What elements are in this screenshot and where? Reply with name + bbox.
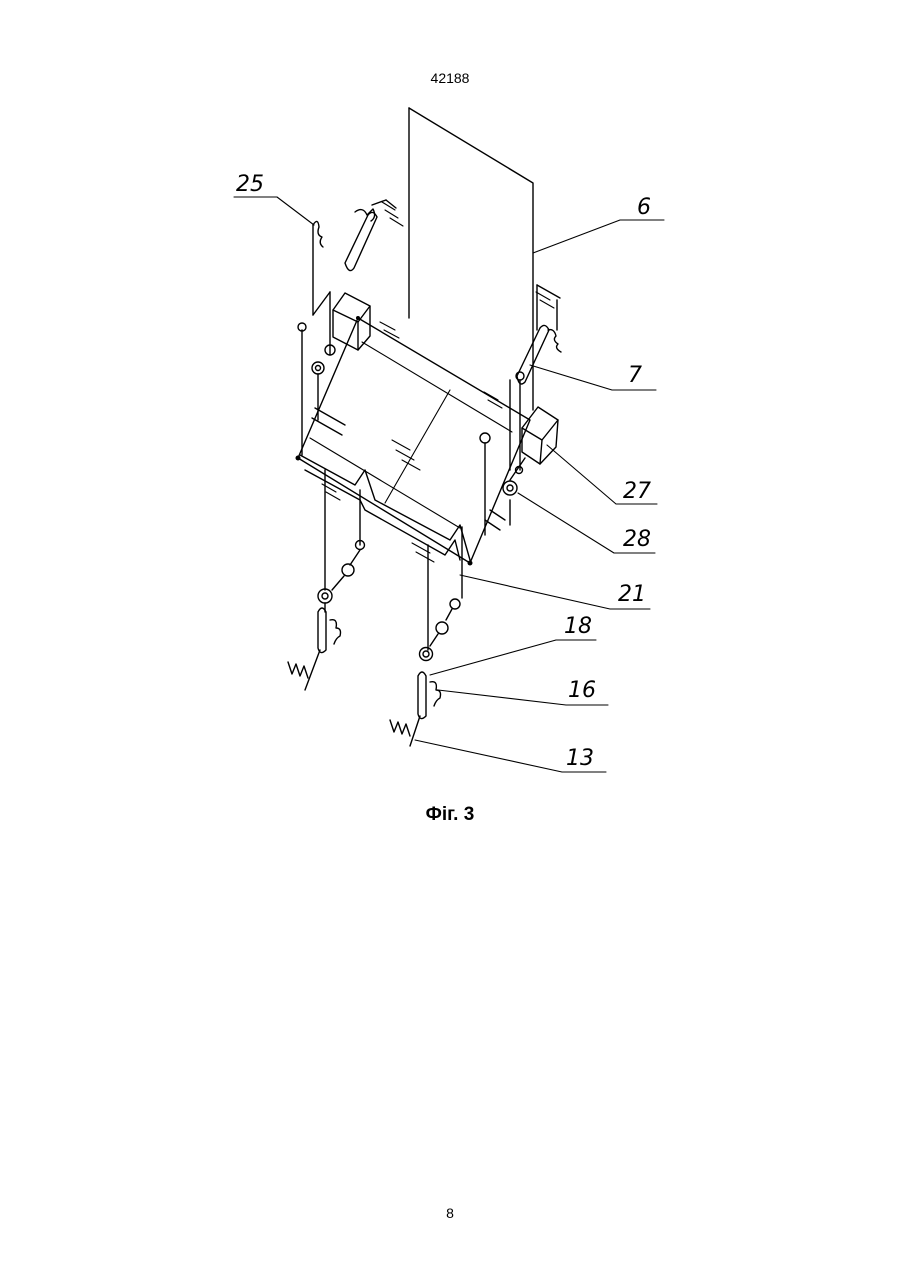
figure-caption: Фіг. 3 xyxy=(0,804,900,826)
lower-frame xyxy=(300,408,510,560)
right-rear-hanger xyxy=(480,285,561,535)
callout-labels: 25 6 7 27 28 21 18 16 13 xyxy=(236,172,651,771)
callout-27: 27 xyxy=(623,479,651,504)
callout-21: 21 xyxy=(618,582,646,607)
callout-18: 18 xyxy=(564,614,592,639)
left-rear-hook xyxy=(345,200,396,271)
callout-13: 13 xyxy=(566,746,594,771)
callout-25: 25 xyxy=(236,172,264,197)
page-number: 8 xyxy=(0,1205,900,1221)
callout-7: 7 xyxy=(628,363,642,388)
leader-lines xyxy=(234,197,664,772)
callout-28: 28 xyxy=(623,527,651,552)
right-block xyxy=(522,407,558,464)
vertical-panel xyxy=(409,108,533,410)
callout-16: 16 xyxy=(568,678,596,703)
callout-6: 6 xyxy=(637,195,651,220)
front-left-leg xyxy=(288,470,365,690)
front-right-leg xyxy=(390,527,462,746)
